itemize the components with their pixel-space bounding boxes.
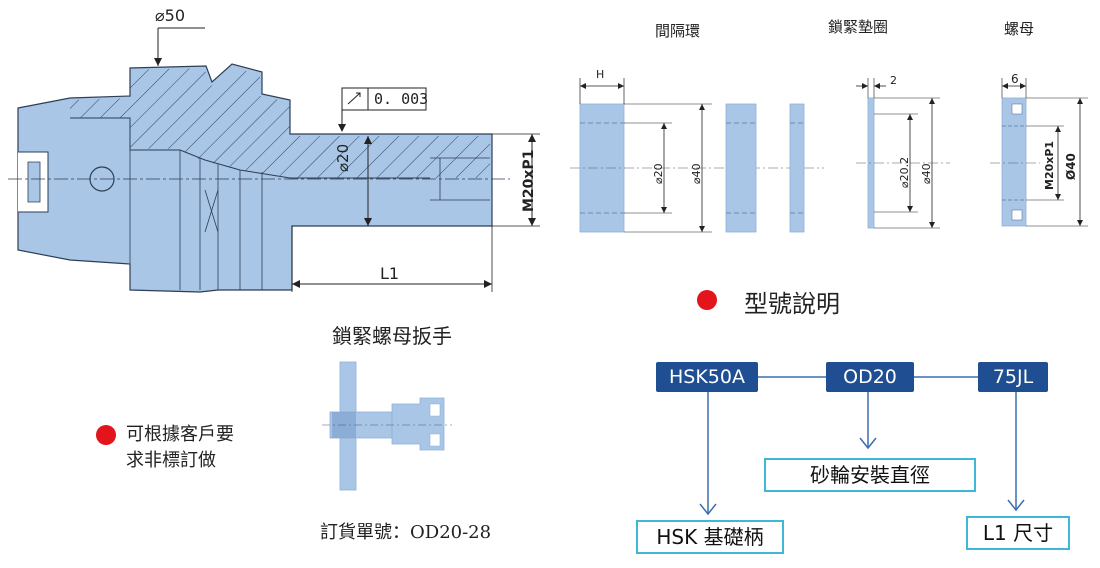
washer-thickness-label: 2 [890, 74, 897, 87]
code-od: OD20 [826, 362, 914, 392]
spacer-title: 間隔環 [655, 22, 701, 40]
wrench-title: 鎖緊螺母扳手 [332, 324, 452, 348]
model-heading-bullet [697, 290, 717, 310]
custom-note-bullet [96, 425, 116, 445]
washer-title: 鎖緊墊圈 [828, 18, 889, 36]
meaning-l1-size: L1 尺寸 [966, 516, 1070, 550]
washer-outer-label: ⌀40 [920, 163, 933, 184]
spacer-outer-label: ⌀40 [690, 163, 703, 184]
code-hsk: HSK50A [656, 362, 758, 392]
nut-thread-label: M20xP1 [1043, 140, 1056, 190]
length-label: L1 [380, 264, 400, 283]
nut-title: 螺母 [1004, 20, 1035, 38]
lock-nut-side [1001, 97, 1027, 227]
spacer-width-label: H [596, 68, 605, 81]
spacer-ring-medium [725, 103, 757, 233]
washer-inner-label: ⌀20.2 [898, 156, 911, 188]
code-length: 75JL [978, 362, 1048, 392]
meaning-wheel-diameter: 砂輪安裝直徑 [764, 458, 976, 492]
custom-note-line2: 求非標訂做 [126, 450, 216, 471]
spacer-ring-thin [789, 103, 805, 233]
meaning-hsk-shank: HSK 基礎柄 [636, 520, 784, 554]
nut-thickness-label: 6 [1011, 72, 1019, 86]
nut-outer-label: Ø40 [1064, 153, 1078, 180]
custom-note: 可根據客戶要 求非標訂做 [126, 422, 234, 474]
runout-value: 0. 003 [374, 90, 429, 108]
order-number: 訂貨單號：OD20-28 [320, 522, 492, 543]
model-heading: 型號說明 [744, 290, 840, 318]
custom-note-line1: 可根據客戶要 [126, 424, 234, 445]
spacer-inner-label: ⌀20 [652, 163, 665, 184]
shank-diameter-label: ⌀20 [334, 143, 352, 172]
flange-diameter-label: ⌀50 [155, 6, 185, 25]
thread-label: M20xP1 [521, 149, 537, 212]
